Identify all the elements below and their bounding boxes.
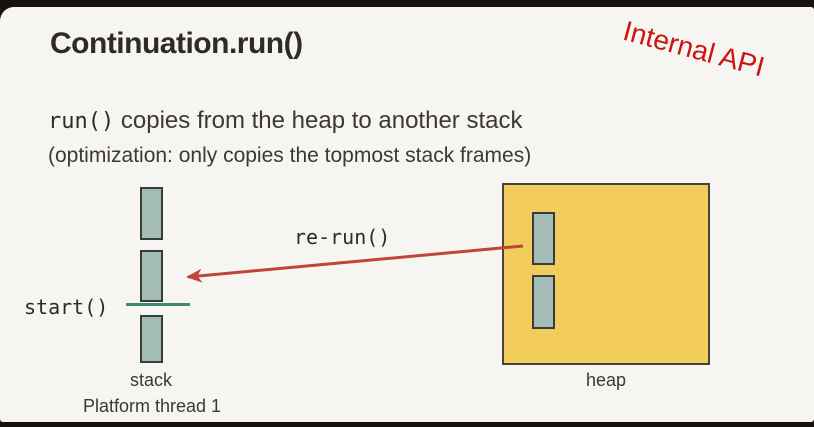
page-title: Continuation.run() bbox=[50, 27, 303, 60]
optimization-note: (optimization: only copies the topmost s… bbox=[48, 144, 532, 167]
stack-frame bbox=[140, 250, 163, 302]
start-label: start() bbox=[24, 295, 109, 319]
heap-label: heap bbox=[585, 370, 627, 390]
subtitle-rest: copies from the heap to another stack bbox=[114, 107, 523, 134]
heap-frame bbox=[532, 275, 555, 329]
internal-api-stamp: Internal API bbox=[619, 15, 768, 83]
platform-thread-label: Platform thread 1 bbox=[82, 396, 222, 416]
heap-frame bbox=[532, 212, 555, 265]
slide-canvas: Continuation.run() Internal API run() co… bbox=[0, 7, 814, 422]
stack-divider-line bbox=[126, 303, 190, 306]
stack-frame bbox=[140, 187, 163, 240]
stack-label: stack bbox=[129, 370, 172, 390]
heap-box bbox=[502, 183, 710, 365]
subtitle-code: run() bbox=[48, 109, 115, 134]
subtitle-line: run() copies from the heap to another st… bbox=[48, 107, 522, 135]
stack-frame bbox=[140, 315, 163, 363]
rerun-label: re-run() bbox=[294, 225, 391, 249]
